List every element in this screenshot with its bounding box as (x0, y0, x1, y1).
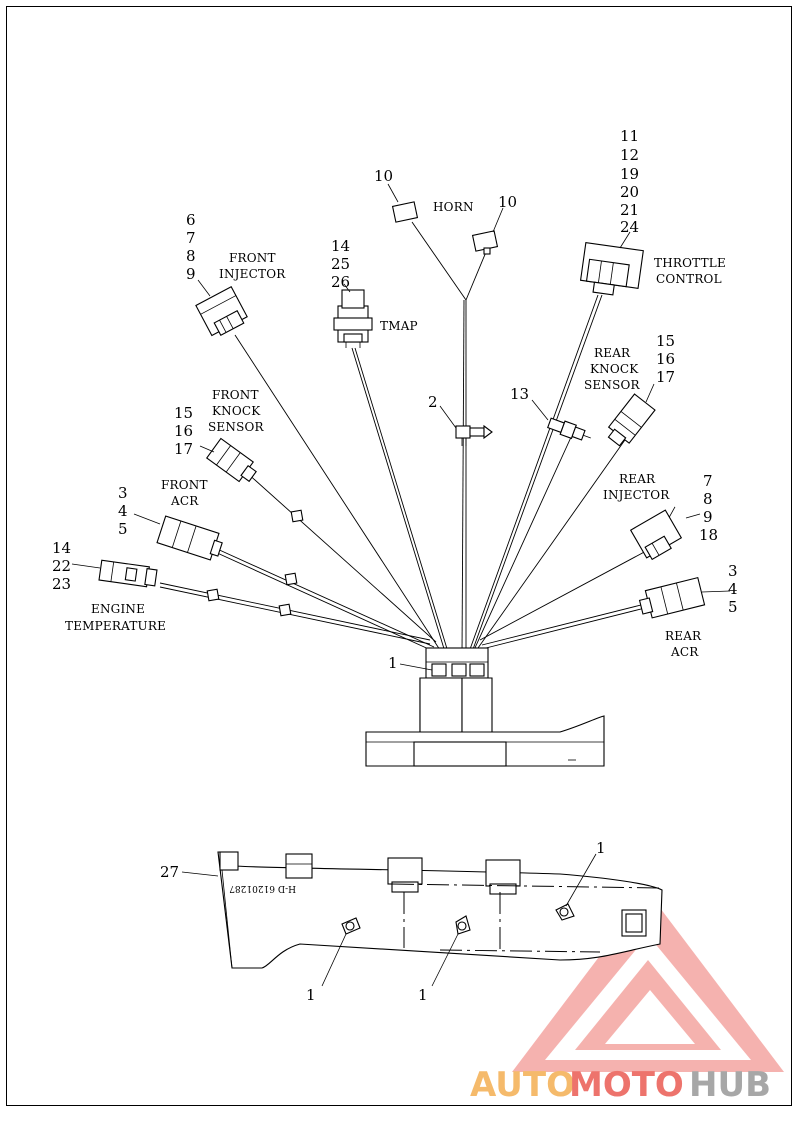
callout-tmap-3: 26 (331, 273, 350, 291)
callout-throttle-4: 20 (620, 183, 639, 201)
label-engine-temperature-2: TEMPERATURE (65, 619, 166, 633)
clip-1-left (341, 917, 361, 935)
callout-rear-injector-4: 18 (699, 526, 718, 544)
rear-knock-sensor-connector (607, 393, 656, 447)
callout-numbers: 10 10 6 7 8 9 14 25 26 11 12 19 20 21 24… (52, 127, 738, 1004)
throttle-control-connector (579, 242, 644, 296)
label-engine-temperature-1: ENGINE (91, 602, 145, 616)
label-front-knock-sensor-3: SENSOR (208, 420, 265, 434)
callout-throttle-2: 12 (620, 146, 639, 164)
callout-front-knock-3: 17 (174, 440, 193, 458)
label-rear-acr-2: ACR (670, 645, 699, 659)
horn-terminal-left (391, 201, 419, 223)
callout-front-injector-3: 8 (186, 247, 196, 265)
callout-horn-right: 10 (498, 193, 517, 211)
logo-text-moto: MOTO (569, 1065, 684, 1105)
label-rear-injector-2: INJECTOR (603, 488, 670, 502)
callout-rear-knock-2: 16 (656, 350, 675, 368)
callout-front-injector-2: 7 (186, 229, 196, 247)
label-horn: HORN (433, 200, 474, 214)
harness-carrier-assembly (365, 647, 605, 767)
callout-engine-temp-2: 22 (52, 557, 71, 575)
engine-temperature-sensor (98, 559, 158, 588)
horn-terminal-right (471, 230, 499, 255)
label-tmap: TMAP (380, 319, 418, 333)
callout-item-1-right: 1 (596, 839, 606, 857)
callout-rear-knock-1: 15 (656, 332, 675, 350)
label-rear-knock-sensor-3: SENSOR (584, 378, 641, 392)
label-front-injector-2: INJECTOR (219, 267, 286, 281)
callout-throttle-3: 19 (620, 165, 639, 183)
label-front-acr-2: ACR (170, 494, 199, 508)
callout-engine-temp-1: 14 (52, 539, 71, 557)
callout-item-13: 13 (510, 385, 529, 403)
front-knock-sensor-connector (205, 437, 257, 483)
callout-horn-left: 10 (374, 167, 393, 185)
callout-rear-injector-2: 8 (703, 490, 713, 508)
rear-acr-connector (638, 576, 706, 619)
label-front-injector-1: FRONT (229, 251, 276, 265)
callout-front-knock-2: 16 (174, 422, 193, 440)
label-front-knock-sensor-2: KNOCK (212, 404, 261, 418)
callout-front-knock-1: 15 (174, 404, 193, 422)
label-rear-knock-sensor-2: KNOCK (590, 362, 639, 376)
callout-rear-injector-3: 9 (703, 508, 713, 526)
callout-engine-temp-3: 23 (52, 575, 71, 593)
clip-1-mid (455, 915, 471, 935)
diagram-frame (6, 6, 792, 1106)
callout-rear-acr-2: 4 (728, 580, 738, 598)
logo-text-hub: HUB (689, 1065, 771, 1105)
label-throttle-control-2: CONTROL (656, 272, 722, 286)
callout-item-1-top: 1 (388, 654, 398, 672)
front-injector-connector (195, 285, 248, 337)
label-rear-acr-1: REAR (665, 629, 702, 643)
callout-item-27: 27 (160, 863, 179, 881)
callout-item-1-mid: 1 (418, 986, 428, 1004)
callout-item-1-left: 1 (306, 986, 316, 1004)
callout-rear-injector-1: 7 (703, 472, 713, 490)
component-labels: HORN FRONT INJECTOR TMAP THROTTLE CONTRO… (65, 200, 726, 659)
callout-throttle-6: 24 (620, 218, 639, 236)
callout-rear-acr-1: 3 (728, 562, 738, 580)
rear-injector-connector (629, 506, 683, 561)
leader-lines (71, 183, 731, 987)
callout-front-injector-1: 6 (186, 211, 196, 229)
callout-front-acr-3: 5 (118, 520, 128, 538)
callout-throttle-5: 21 (620, 201, 639, 219)
callout-rear-acr-3: 5 (728, 598, 738, 616)
front-acr-connector (156, 515, 223, 561)
logo-text-auto: AUTO (470, 1065, 575, 1105)
label-front-knock-sensor-1: FRONT (212, 388, 259, 402)
tmap-sensor (333, 289, 373, 348)
callout-tmap-1: 14 (331, 237, 350, 255)
label-rear-injector-1: REAR (619, 472, 656, 486)
label-throttle-control-1: THROTTLE (654, 256, 726, 270)
item-13-sensor (547, 417, 591, 441)
clip-1-right (555, 903, 575, 921)
callout-front-acr-1: 3 (118, 484, 128, 502)
label-front-acr-1: FRONT (161, 478, 208, 492)
part-number-stamp: H-D 61201287 (229, 883, 296, 893)
callout-front-injector-4: 9 (186, 265, 196, 283)
automotohub-logo: AUTO MOTO HUB (470, 892, 784, 1105)
callout-throttle-1: 11 (620, 127, 639, 145)
callout-front-acr-2: 4 (118, 502, 128, 520)
callout-tmap-2: 25 (331, 255, 350, 273)
harness-carrier-body: H-D 61201287 (217, 851, 663, 969)
harness-wires (159, 221, 649, 656)
item-2-fitting (455, 424, 493, 446)
callout-item-2: 2 (428, 393, 438, 411)
label-rear-knock-sensor-1: REAR (594, 346, 631, 360)
callout-rear-knock-3: 17 (656, 368, 675, 386)
